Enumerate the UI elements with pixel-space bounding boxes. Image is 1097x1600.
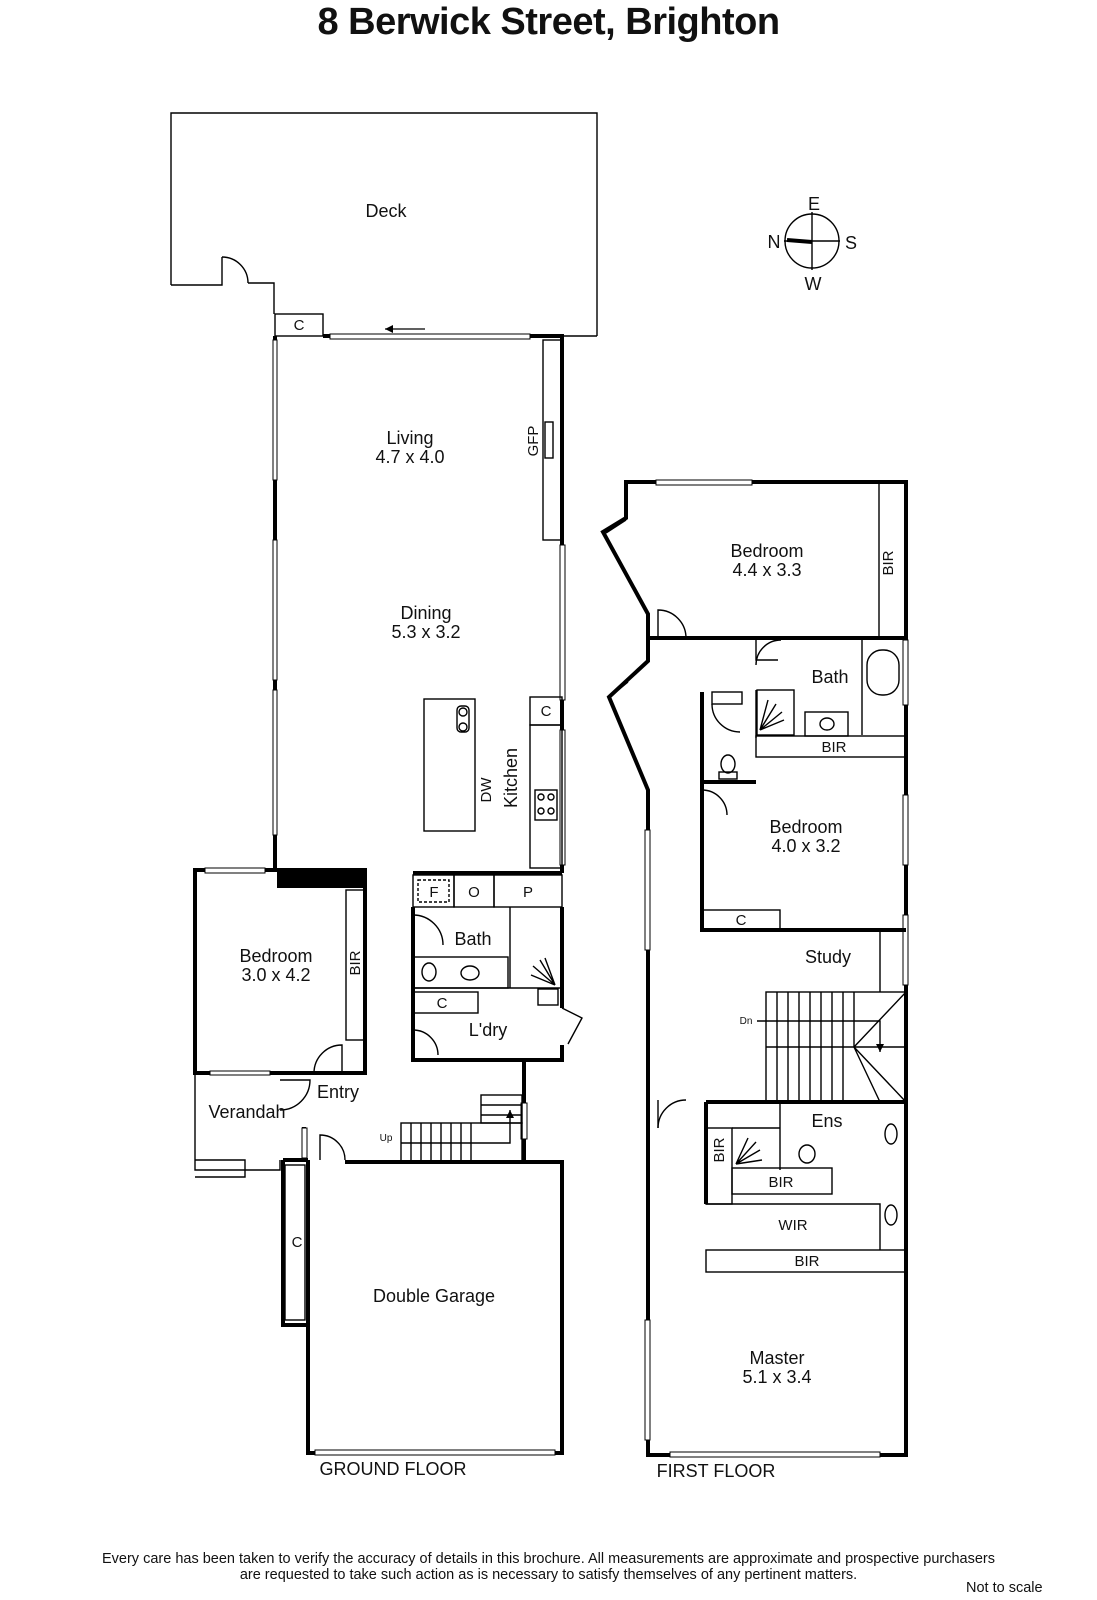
dining-label: Dining — [400, 603, 451, 623]
compass-n: N — [768, 232, 781, 252]
ff-bedroom2-dimensions: 4.0 x 3.2 — [771, 836, 840, 856]
kitchen-cupboard-label: C — [541, 703, 552, 720]
dishwasher-label: DW — [478, 777, 495, 803]
stairs-down-label: Dn — [740, 1016, 753, 1027]
master-label: Master — [749, 1348, 804, 1368]
ground-bath-label: Bath — [454, 929, 491, 949]
ff-bir1-label: BIR — [880, 550, 897, 575]
ground-bedroom-dimensions: 3.0 x 4.2 — [241, 965, 310, 985]
ff-bir2-label: BIR — [821, 739, 846, 756]
ground-floor — [170, 112, 598, 1456]
laundry-label: L'dry — [469, 1020, 507, 1040]
ground-bedroom-label: Bedroom — [239, 946, 312, 966]
deck-label: Deck — [365, 201, 407, 221]
verandah-label: Verandah — [208, 1102, 285, 1122]
disclaimer-line-1: Every care has been taken to verify the … — [101, 1551, 995, 1567]
ff-bedroom1-label: Bedroom — [730, 541, 803, 561]
wir-label: WIR — [778, 1217, 807, 1234]
study-label: Study — [805, 947, 851, 967]
ff-bedroom2-label: Bedroom — [769, 817, 842, 837]
living-dimensions: 4.7 x 4.0 — [375, 447, 444, 467]
ground-bir-label: BIR — [347, 950, 364, 975]
ff-bir5-label: BIR — [794, 1253, 819, 1270]
not-to-scale-note: Not to scale — [966, 1580, 1043, 1596]
ff-cupboard-label: C — [736, 912, 747, 929]
first-floor-label: FIRST FLOOR — [657, 1461, 776, 1481]
ground-floor-label: GROUND FLOOR — [319, 1459, 466, 1479]
ff-bedroom1-dimensions: 4.4 x 3.3 — [732, 560, 801, 580]
deck-cupboard-label: C — [294, 317, 305, 334]
first-floor — [600, 479, 909, 1458]
kitchen-label: Kitchen — [501, 748, 521, 808]
entry-label: Entry — [317, 1082, 359, 1102]
disclaimer-line-2: are requested to take such action as is … — [239, 1567, 858, 1583]
dining-dimensions: 5.3 x 3.2 — [391, 622, 460, 642]
compass-s: S — [845, 233, 857, 253]
pantry-label: P — [523, 884, 533, 901]
ensuite-label: Ens — [811, 1111, 842, 1131]
compass-icon: E N S W — [768, 194, 858, 294]
gfp-label: GFP — [525, 426, 542, 457]
oven-label: O — [468, 884, 480, 901]
double-garage-label: Double Garage — [373, 1286, 495, 1306]
garage-cupboard-label: C — [292, 1234, 303, 1251]
compass-e: E — [808, 194, 820, 214]
linen-cupboard-label: C — [437, 995, 448, 1012]
ff-bir3-label: BIR — [711, 1137, 728, 1162]
ff-bath-label: Bath — [811, 667, 848, 687]
ff-bir4-label: BIR — [768, 1174, 793, 1191]
fridge-label: F — [429, 884, 438, 901]
stairs-up-label: Up — [380, 1133, 393, 1144]
page-title: 8 Berwick Street, Brighton — [317, 1, 780, 43]
master-dimensions: 5.1 x 3.4 — [742, 1367, 811, 1387]
living-label: Living — [386, 428, 433, 448]
compass-w: W — [805, 274, 822, 294]
